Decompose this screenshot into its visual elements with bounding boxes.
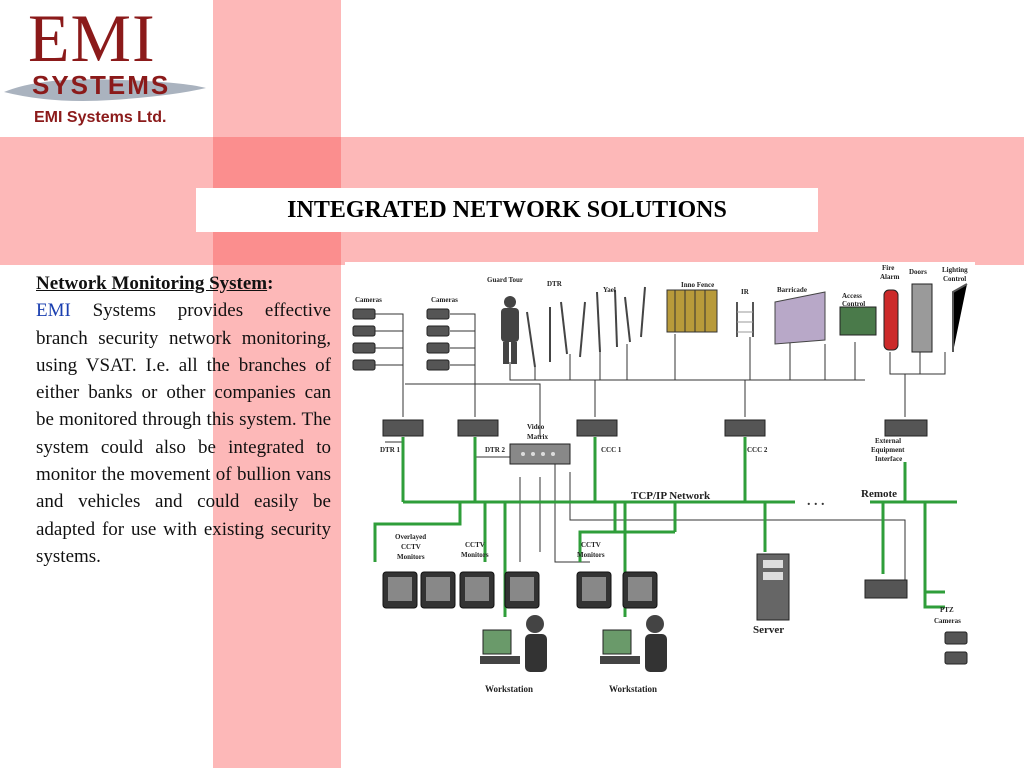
- label-guard-tour: Guard Tour: [487, 276, 523, 284]
- logo-swoosh: [4, 79, 206, 101]
- label-matrix: Matrix: [527, 433, 548, 441]
- body-paragraph: Network Monitoring System: EMI Systems p…: [36, 270, 331, 570]
- label-cctv-monitors: Monitors: [461, 551, 489, 559]
- label-cameras-mid: Cameras: [431, 296, 458, 304]
- label-control: Control: [842, 300, 865, 308]
- label-cameras-left: Cameras: [355, 296, 382, 304]
- label-barricade: Barricade: [777, 286, 807, 294]
- label-ptz: PTZ: [940, 606, 954, 614]
- label-lighting: Lighting: [942, 266, 968, 274]
- emi-systems-logo: EMI SYSTEMS EMI Systems Ltd.: [0, 0, 213, 137]
- label-access: Access: [842, 292, 862, 300]
- label-cctv: CCTV: [465, 541, 485, 549]
- label-yael: Yael: [603, 286, 616, 294]
- label-alarm: Alarm: [880, 273, 900, 281]
- body-text: Systems provides effective branch securi…: [36, 300, 331, 567]
- label-ptz-cameras: Cameras: [934, 617, 961, 625]
- label-dtr1: DTR 1: [380, 446, 401, 454]
- label-doors: Doors: [909, 268, 927, 276]
- brand-mention: EMI: [36, 300, 71, 322]
- heading-colon: :: [267, 273, 274, 294]
- label-tcpip-network: TCP/IP Network: [631, 490, 711, 502]
- label-ccc2: CCC 2: [747, 446, 768, 454]
- label-dtr2: DTR 2: [485, 446, 506, 454]
- label-workstation-2: Workstation: [609, 684, 657, 694]
- logo-wordmark: SYSTEMS: [32, 70, 171, 100]
- label-fire: Fire: [882, 264, 894, 272]
- label-server: Server: [753, 624, 784, 636]
- label-dtr: DTR: [547, 280, 563, 288]
- label-external: External: [875, 437, 901, 445]
- label-overlayed: Overlayed: [395, 533, 426, 541]
- vertical-pink-band: [213, 0, 341, 768]
- label-interface: Interface: [875, 455, 902, 463]
- slide-title: INTEGRATED NETWORK SOLUTIONS: [287, 196, 727, 223]
- label-inno-fence: Inno Fence: [681, 281, 714, 289]
- section-heading: Network Monitoring System: [36, 273, 268, 294]
- label-lighting-control: Control: [943, 275, 966, 283]
- label-workstation-1: Workstation: [485, 684, 533, 694]
- title-box: INTEGRATED NETWORK SOLUTIONS: [196, 188, 818, 232]
- label-remote: Remote: [861, 488, 897, 500]
- label-cctv-b: CCTV: [581, 541, 601, 549]
- label-video: Video: [527, 423, 545, 431]
- label-ir: IR: [741, 288, 750, 296]
- network-diagram: . . .: [345, 262, 975, 694]
- label-overlayed-monitors: Monitors: [397, 553, 425, 561]
- label-ccc1: CCC 1: [601, 446, 622, 454]
- svg-text:. . .: . . .: [807, 494, 825, 509]
- logo-brand: EMI: [28, 0, 156, 76]
- label-equipment: Equipment: [871, 446, 905, 454]
- label-overlayed-cctv: CCTV: [401, 543, 421, 551]
- label-cctv-monitors-b: Monitors: [577, 551, 605, 559]
- logo-company-name: EMI Systems Ltd.: [34, 109, 167, 126]
